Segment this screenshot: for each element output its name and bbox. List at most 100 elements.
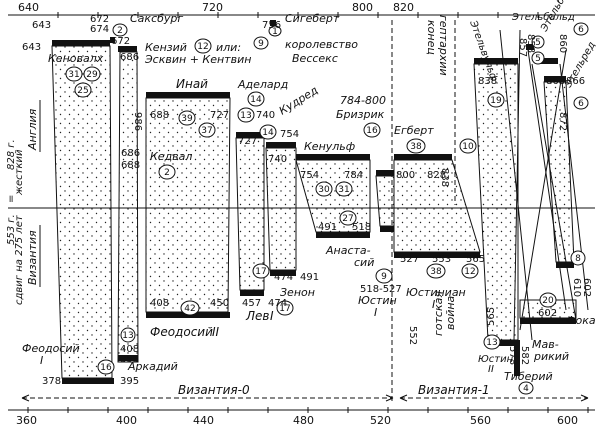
name-justin1: Юстин — [358, 294, 397, 307]
c-brizrik: 16 — [366, 126, 378, 136]
label-byzantium: Византия — [26, 230, 39, 285]
bar-etelred — [544, 76, 566, 82]
c-kenovalh-3: 25 — [77, 86, 88, 96]
name-arkadij: Аркадий — [127, 360, 178, 373]
c-adelard: 14 — [250, 95, 262, 105]
reign-bars — [52, 20, 576, 384]
n-866-b: 866 — [566, 76, 585, 87]
n-527: 527 — [400, 254, 419, 265]
roman-feodosij2: II — [212, 325, 220, 339]
name-kenovalh: Кеновалх — [48, 52, 104, 65]
c-kenulf-1: 30 — [318, 185, 330, 195]
n-672: 672 — [111, 36, 130, 47]
n-565: 565 — [466, 254, 485, 265]
name-tiberij: Тиберий — [504, 370, 553, 383]
n-784: 784 — [344, 170, 363, 181]
bar-adelard — [236, 132, 264, 138]
n-610-rot: 610 — [571, 278, 582, 297]
bar-arkadij — [118, 355, 138, 361]
n-688-b: 688 — [150, 110, 169, 121]
bar-justin2 — [488, 340, 518, 346]
roman-justinian1: I — [432, 298, 435, 311]
name-inaj: Инай — [176, 77, 208, 91]
c-kedval: 2 — [164, 168, 170, 178]
band-brizrik-justin — [375, 175, 395, 227]
n-602-rot: 602 — [581, 278, 592, 297]
n-838-rot: 838 — [439, 168, 450, 187]
n-582-rot: 582 — [519, 346, 530, 365]
c-justinian-1: 38 — [430, 267, 442, 277]
bar-etelvulf — [474, 58, 518, 64]
n-602: 602 — [538, 308, 557, 319]
name-kenzij-2: Эсквин + Кентвин — [144, 53, 251, 66]
era-byzantium-0: Византия-0 — [178, 383, 250, 397]
n-672-top: 672 — [90, 14, 109, 25]
duration-circles — [65, 22, 589, 395]
n-740-b: 740 — [268, 154, 287, 165]
c-feodosij2: 42 — [184, 304, 195, 314]
bottom-tick-480: 480 — [293, 414, 314, 426]
name-etelbald: Этельбальд — [511, 11, 575, 23]
bar-foka — [556, 262, 574, 268]
c-lev1: 17 — [255, 267, 266, 277]
bottom-tick-560: 560 — [470, 414, 491, 426]
bottom-axis-ticks: 360 400 440 480 520 560 600 — [16, 407, 589, 426]
c-kenzij-1: 12 — [197, 42, 208, 52]
n-552-rot: 552 — [407, 326, 418, 345]
gothic-1: готская — [432, 291, 445, 336]
n-686-a: 686 — [121, 148, 140, 159]
roman-justin1: I — [374, 306, 377, 319]
c-foka: 8 — [575, 254, 581, 264]
c-kenzij-2: 9 — [258, 39, 264, 49]
n-688: 688 — [121, 160, 140, 171]
n-474-b: 474 — [274, 272, 293, 283]
n-727-b: 727 — [238, 136, 257, 147]
top-axis-ticks: 640 720 800 820 — [18, 1, 539, 18]
c-kenovalh-1: 31 — [68, 70, 79, 80]
c-inaj-1: 39 — [181, 114, 193, 124]
n-395-b: 395 — [120, 354, 139, 365]
top-tick-640: 640 — [18, 1, 39, 14]
c-justin2: 13 — [486, 338, 497, 348]
c-tiberij: 4 — [523, 384, 529, 394]
heptarchy-1: конец — [425, 20, 438, 55]
band-etelred-foka — [543, 81, 575, 263]
c-feodosij1: 16 — [100, 363, 112, 373]
bar-egbert — [394, 154, 452, 160]
n-857-rot: 857 — [517, 38, 528, 57]
name-adelard: Аделард — [237, 78, 288, 91]
n-686-rot: 986 — [132, 112, 143, 131]
bar-saksburg — [110, 37, 115, 43]
label-828: 828 г. — [6, 139, 17, 170]
n-408-b: 408 — [150, 298, 169, 309]
n-553: 553 — [432, 254, 451, 265]
bar-tiberij — [514, 340, 520, 376]
name-lev1: Лев — [245, 309, 269, 323]
era-byzantium-1: Византия-1 — [418, 383, 490, 397]
label-shift-2: сдвиг на 275 лет — [14, 214, 25, 305]
n-674: 686 — [120, 52, 139, 63]
c-etelred-2: 6 — [578, 99, 584, 109]
roman-justin2: II — [488, 364, 494, 375]
name-anastasij-2: сий — [354, 256, 374, 269]
band-kudred-zenon — [265, 147, 297, 271]
n-578-rot: 578 — [507, 346, 518, 365]
heptarchy-2: гептархии — [437, 15, 450, 76]
bar-anastasij — [316, 232, 370, 238]
c-arkadij: 13 — [122, 331, 133, 341]
c-etelred: 6 — [578, 25, 584, 35]
c-zenon: 17 — [279, 304, 290, 314]
bar-feodosij1 — [62, 378, 114, 384]
name-anastasij: Анаста- — [325, 244, 371, 257]
c-sigebert: 1 — [272, 27, 278, 37]
label-553: 553 г. — [6, 214, 17, 245]
bottom-tick-520: 520 — [370, 414, 391, 426]
n-754: 754 — [280, 129, 299, 140]
n-727: 727 — [210, 110, 229, 121]
top-tick-800: 800 — [352, 1, 373, 14]
bar-brizrik — [376, 170, 394, 176]
c-etelbald: 5 — [535, 38, 541, 48]
name-kenzij: Кензий — [145, 41, 187, 54]
